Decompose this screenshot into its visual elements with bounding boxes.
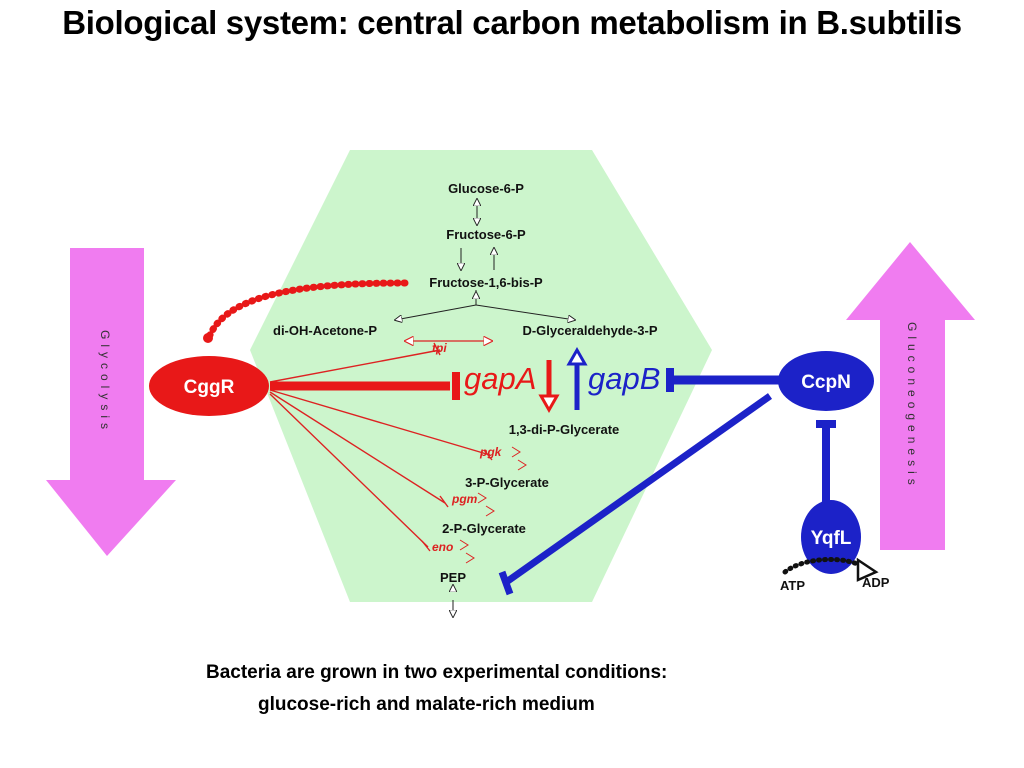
adp-label: ADP	[862, 575, 890, 590]
caption-line-1: Bacteria are grown in two experimental c…	[206, 662, 668, 683]
ccpn-regulator: CcpN	[778, 351, 874, 411]
bisphosphoglycerate: 1,3-di-P-Glycerate	[509, 422, 620, 437]
dihydroxyacetone-p: di-OH-Acetone-P	[273, 323, 377, 338]
cggr-label: CggR	[184, 377, 235, 398]
gene-gapb: gapB	[588, 361, 660, 396]
enzyme-tpi: tpi	[432, 341, 447, 355]
glycolysis-label: Glycolysis	[98, 330, 112, 434]
glycolysis-arrow: Glycolysis	[46, 248, 176, 556]
cell-region	[250, 150, 712, 602]
slide-title: Biological system: central carbon metabo…	[62, 4, 962, 41]
fructose-6-p: Fructose-6-P	[446, 227, 526, 242]
cggr-regulator: CggR	[149, 356, 269, 416]
yqfl-label: YqfL	[811, 528, 852, 549]
2-phosphoglycerate: 2-P-Glycerate	[442, 521, 526, 536]
glucose-6-p: Glucose-6-P	[448, 181, 524, 196]
enzyme-pgk: pgk	[479, 445, 503, 459]
gluconeogenesis-arrow: Gluconeogenesis	[846, 242, 975, 550]
glyceraldehyde-3-p: D-Glyceraldehyde-3-P	[522, 323, 657, 338]
enzyme-eno: eno	[432, 540, 453, 554]
atp-label: ATP	[780, 578, 805, 593]
pep: PEP	[440, 570, 466, 585]
enzyme-step-arrows	[459, 446, 527, 564]
gene-gapa: gapA	[464, 361, 536, 396]
3-phosphoglycerate: 3-P-Glycerate	[465, 475, 549, 490]
gluconeogenesis-label: Gluconeogenesis	[905, 322, 919, 490]
pathway-arrows	[395, 199, 575, 617]
gapa-arrow	[538, 360, 560, 414]
ccpn-label: CcpN	[801, 372, 851, 393]
cggr-repression-lines	[269, 342, 493, 552]
gapb-arrow	[566, 346, 588, 410]
cggr-fbp-signal	[206, 279, 409, 339]
ccpn-pep-repression	[502, 393, 773, 586]
caption-line-2: glucose-rich and malate-rich medium	[258, 694, 595, 715]
yqfl-regulator: YqfL	[801, 500, 861, 574]
enzyme-pgm: pgm	[451, 492, 478, 506]
fructose-bisphosphate: Fructose-1,6-bis-P	[429, 275, 543, 290]
